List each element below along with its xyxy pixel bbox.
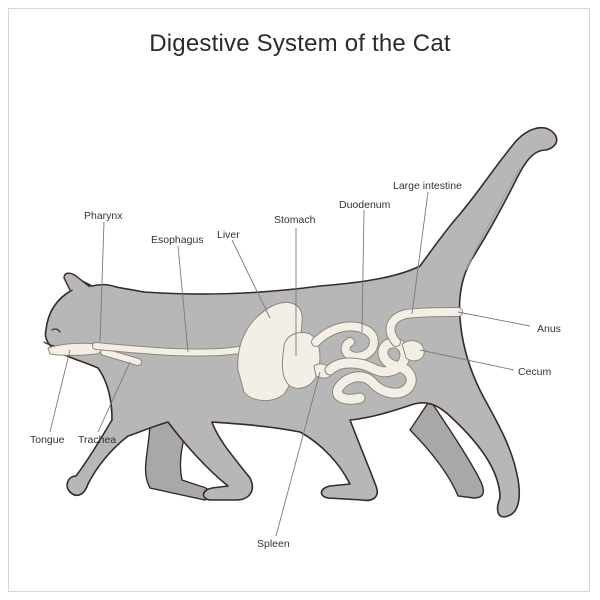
label-pharynx: Pharynx [84, 210, 123, 222]
leader-tongue [49, 349, 71, 433]
leader-large-intestine [411, 191, 429, 315]
leader-anus [457, 311, 531, 327]
trachea [101, 349, 141, 365]
label-large-intestine: Large intestine [393, 180, 462, 192]
leader-liver [231, 239, 271, 319]
small-intestine [325, 338, 416, 404]
duodenum [312, 322, 378, 361]
far-hind-leg [409, 398, 485, 499]
leader-spleen [275, 371, 321, 537]
cat-eye [51, 328, 61, 333]
label-stomach: Stomach [274, 214, 316, 226]
leader-pharynx [99, 221, 105, 343]
digestive-organs [47, 302, 463, 405]
leader-duodenum [361, 209, 365, 333]
diagram-title: Digestive System of the Cat [149, 30, 451, 57]
labels: Pharynx Esophagus Liver Stomach Duodenum… [30, 180, 561, 550]
leader-esophagus [177, 245, 189, 353]
label-spleen: Spleen [257, 538, 290, 550]
cat-ear [63, 272, 91, 291]
leader-trachea [97, 361, 131, 433]
label-liver: Liver [217, 229, 240, 241]
label-tongue: Tongue [30, 434, 65, 446]
large-intestine [386, 308, 462, 346]
label-trachea: Trachea [78, 434, 116, 446]
label-anus: Anus [537, 323, 561, 335]
leader-lines [49, 191, 531, 537]
label-duodenum: Duodenum [339, 199, 391, 211]
cecum [401, 340, 425, 362]
tail-shade [465, 167, 521, 271]
label-cecum: Cecum [518, 366, 552, 378]
leader-cecum [419, 349, 515, 371]
label-esophagus: Esophagus [151, 234, 204, 246]
